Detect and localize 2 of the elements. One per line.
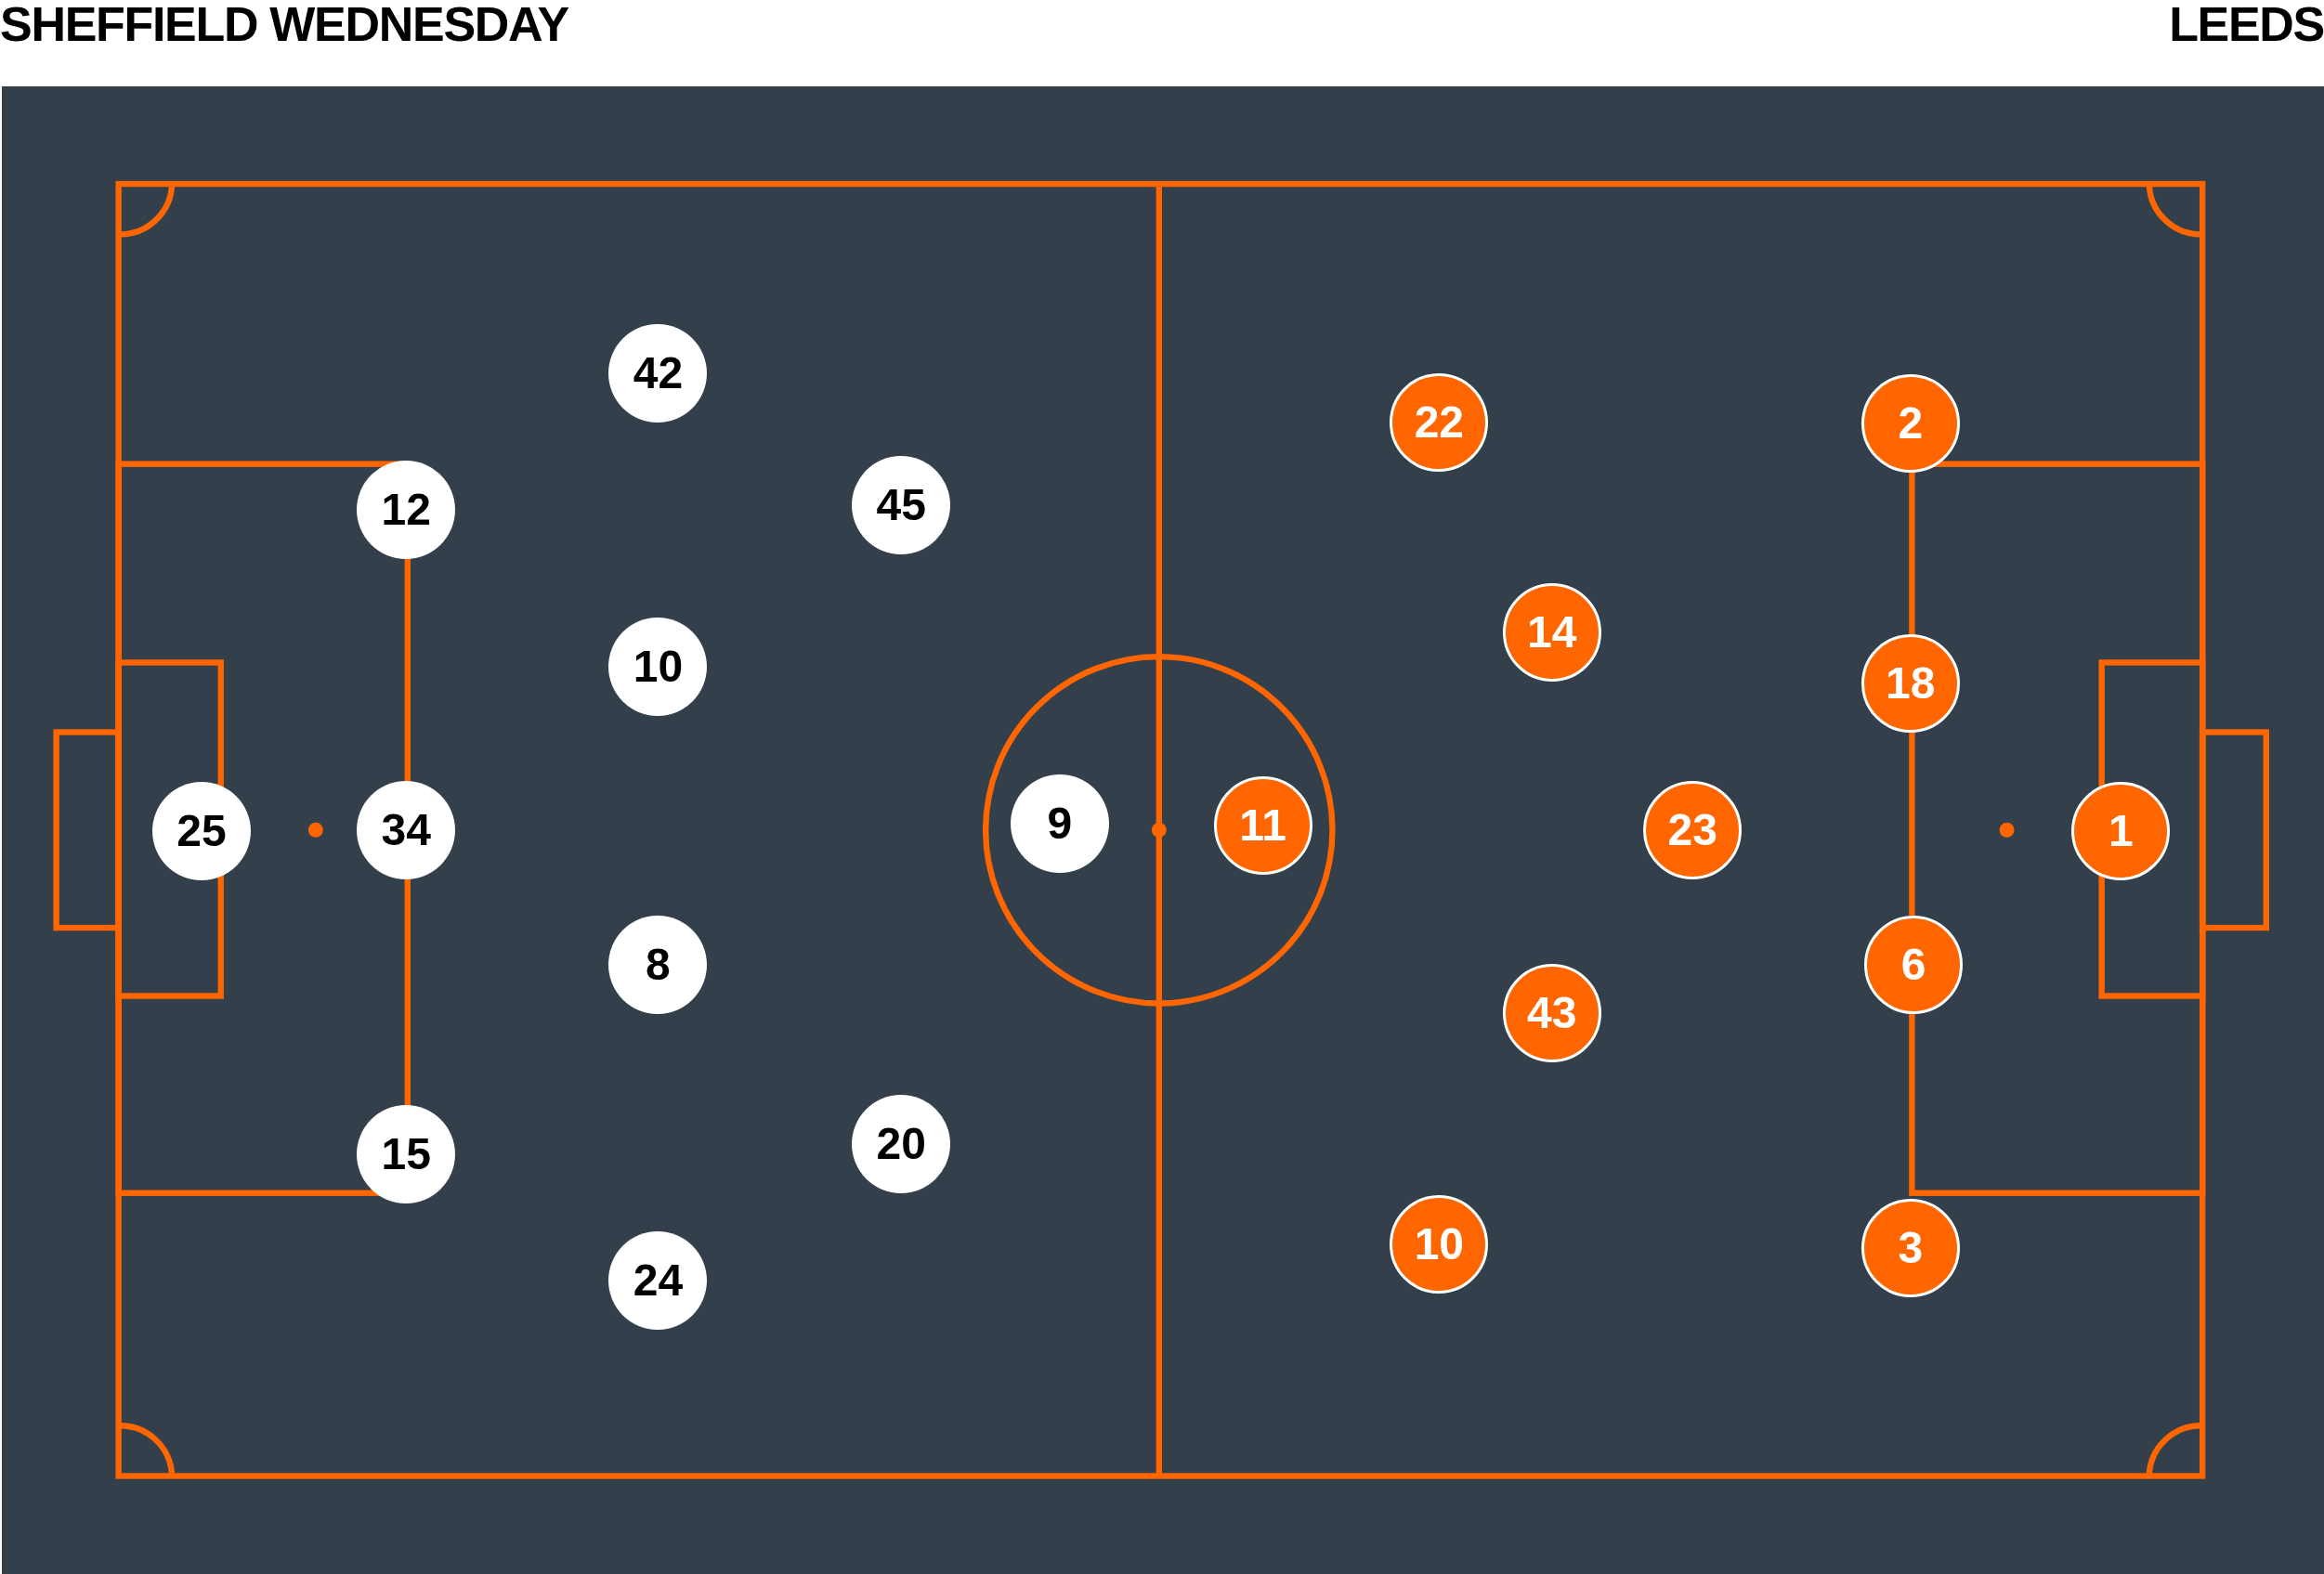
team-name: SHEFFIELD WEDNESDAY bbox=[0, 0, 568, 48]
team-name: LEEDS bbox=[2169, 0, 2324, 48]
